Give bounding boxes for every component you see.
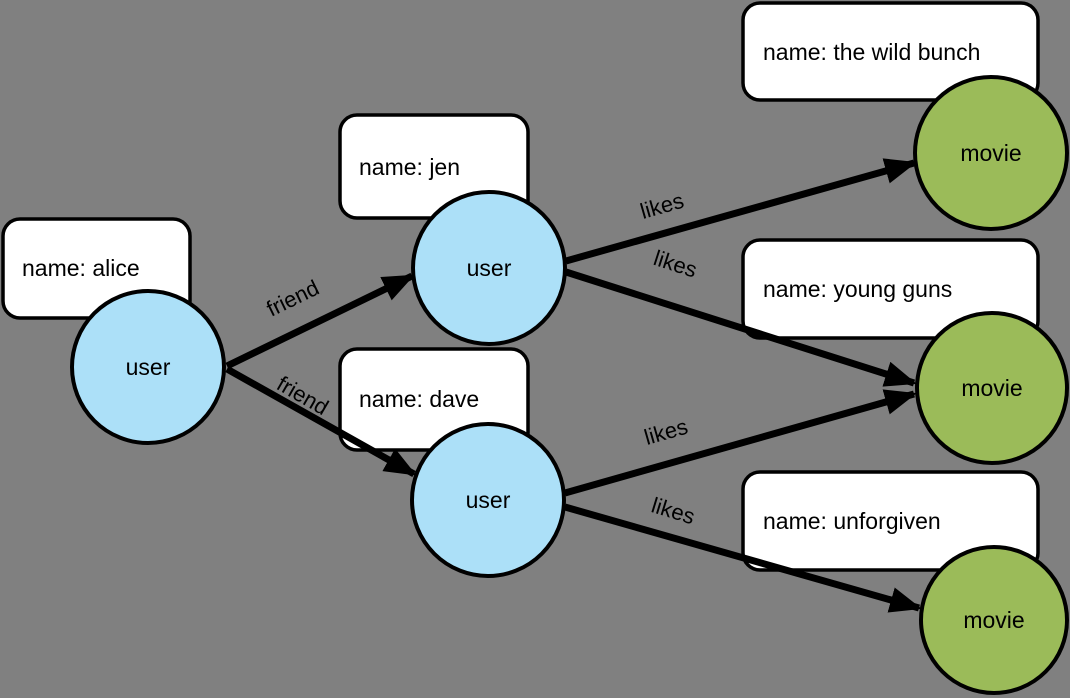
node-user-alice <box>70 289 226 445</box>
edge-jen-likes-wild-bunch <box>565 158 917 265</box>
property-box-unforgiven <box>741 470 1040 572</box>
property-text-unforgiven: name: unforgiven <box>763 508 941 534</box>
node-movie-wild-bunch <box>913 75 1069 231</box>
node-label-alice: user <box>126 354 171 380</box>
property-text-dave: name: dave <box>359 386 479 412</box>
graph-nodes <box>70 75 1069 695</box>
node-label-young-guns: movie <box>961 375 1022 401</box>
property-box-young-guns <box>741 238 1040 340</box>
edge-alice-friend-jen <box>225 272 415 370</box>
node-user-dave <box>410 422 566 578</box>
relationship-edges <box>225 158 922 613</box>
node-movie-unforgiven <box>919 545 1069 695</box>
edge-dave-likes-unforgiven <box>564 503 922 613</box>
edge-dave-likes-young-guns <box>564 389 917 497</box>
node-label-wild-bunch: movie <box>960 140 1021 166</box>
property-text-jen: name: jen <box>359 154 460 180</box>
property-box-wild-bunch <box>741 1 1040 102</box>
node-label-jen: user <box>467 255 512 281</box>
edge-jen-likes-young-guns <box>564 268 917 387</box>
node-label-unforgiven: movie <box>963 607 1024 633</box>
node-label-dave: user <box>466 487 511 513</box>
node-labels: user user user movie movie movie <box>126 140 1025 633</box>
property-text-wild-bunch: name: the wild bunch <box>763 39 980 65</box>
property-texts: name: alice name: jen name: dave name: t… <box>22 39 980 534</box>
property-text-alice: name: alice <box>22 255 140 281</box>
edge-alice-friend-dave <box>225 365 417 478</box>
property-text-young-guns: name: young guns <box>763 276 952 302</box>
node-movie-young-guns <box>915 311 1069 465</box>
node-user-jen <box>411 190 567 346</box>
